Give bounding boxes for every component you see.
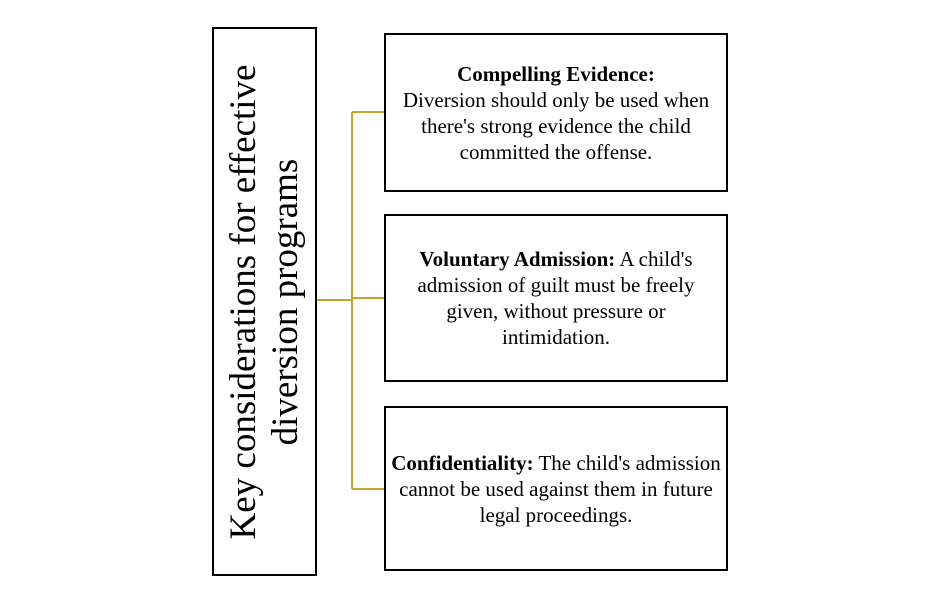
node-confidentiality: Confidentiality: The child's admission c…	[384, 406, 728, 571]
node-text: Voluntary Admission: A child's admission…	[390, 246, 722, 350]
node-title: Compelling Evidence:	[457, 61, 655, 86]
node-title: Confidentiality:	[391, 450, 534, 475]
node-body: Diversion should only be used when there…	[402, 87, 710, 164]
node-body: A child's admission of guilt must be fre…	[417, 247, 695, 349]
node-text: Compelling Evidence: Diversion should on…	[390, 61, 722, 165]
root-node: Key considerations for effective diversi…	[212, 27, 317, 576]
root-label: Key considerations for effective diversi…	[222, 64, 306, 539]
node-text: Confidentiality: The child's admission c…	[390, 450, 722, 528]
node-body: The child's admission cannot be used aga…	[399, 450, 721, 527]
node-voluntary-admission: Voluntary Admission: A child's admission…	[384, 214, 728, 382]
node-compelling-evidence: Compelling Evidence: Diversion should on…	[384, 33, 728, 192]
node-title: Voluntary Admission:	[419, 247, 616, 271]
